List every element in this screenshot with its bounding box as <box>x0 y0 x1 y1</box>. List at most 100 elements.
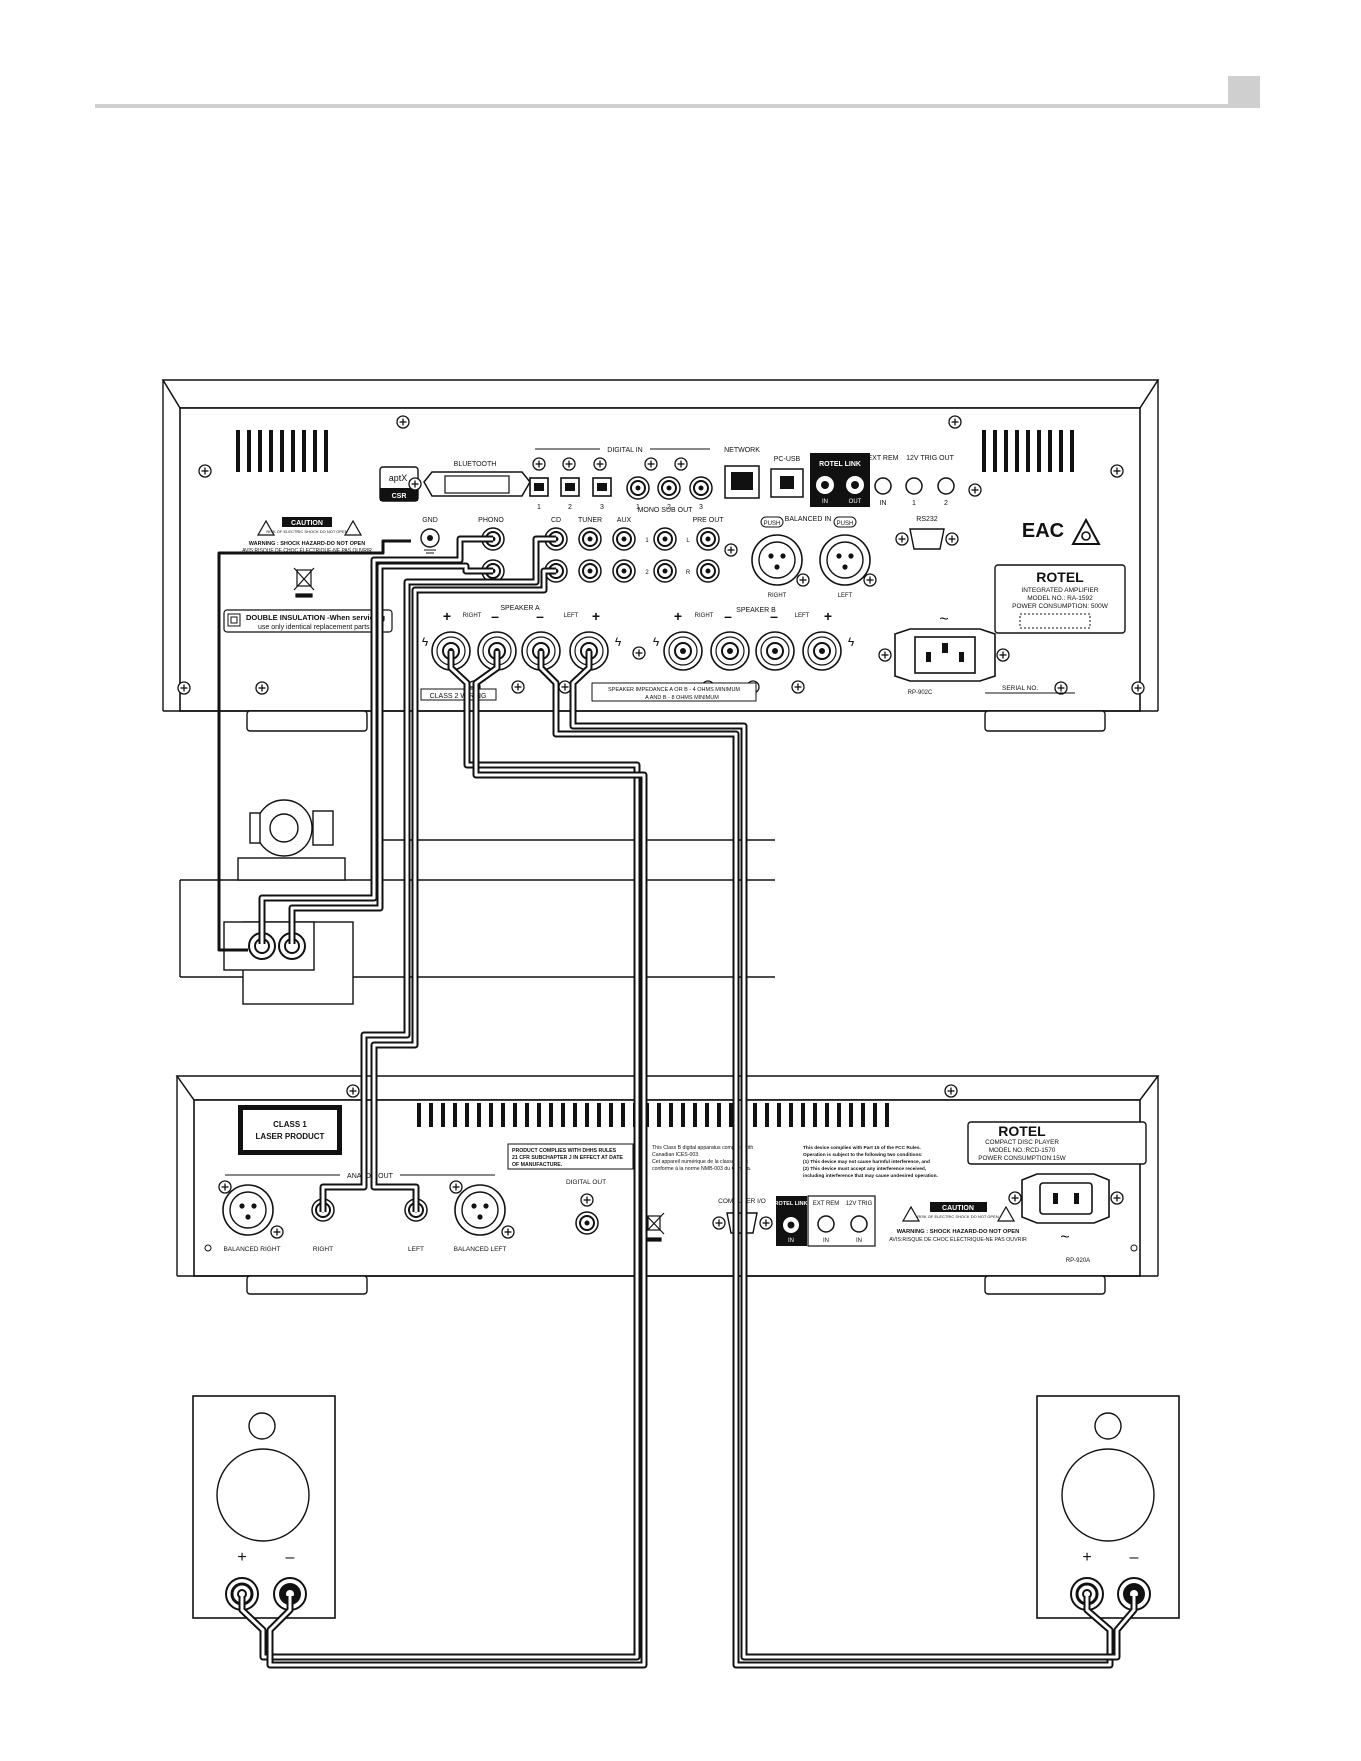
ices-text: Cet appareil numérique de la classe B es… <box>652 1159 749 1165</box>
model-type: COMPACT DISC PLAYER <box>985 1139 1059 1146</box>
trig-out-1-jack[interactable] <box>905 477 923 495</box>
channel-label: L <box>686 538 690 544</box>
speaker-b-label: SPEAKER B <box>736 607 776 614</box>
coax-input-1[interactable] <box>626 476 650 500</box>
serial-label: SERIAL NO. <box>1002 685 1038 692</box>
right-label: RIGHT <box>463 613 482 619</box>
coax-input-2[interactable] <box>657 476 681 500</box>
rs232-label: RS232 <box>916 516 938 523</box>
trig-in-jack[interactable] <box>850 1215 868 1233</box>
tuner-l-jack[interactable] <box>578 527 602 551</box>
left-label: LEFT <box>408 1246 424 1253</box>
left-speaker-cable <box>238 651 648 1669</box>
left-label: LEFT <box>564 613 579 619</box>
pre-out-r-jack[interactable] <box>696 559 720 583</box>
sub-out-2-jack[interactable] <box>653 559 677 583</box>
ext-rem-label: EXT REM <box>868 455 899 462</box>
speaker-b-left-minus[interactable] <box>755 631 795 671</box>
balanced-in-right[interactable] <box>751 534 803 586</box>
laser-product: LASER PRODUCT <box>256 1132 325 1141</box>
rs232-port[interactable] <box>909 528 945 550</box>
balanced-in-label: BALANCED IN <box>785 516 832 523</box>
page-tab-marker <box>1228 76 1260 108</box>
aptx-label: aptX <box>389 473 408 483</box>
right-label: RIGHT <box>768 593 787 599</box>
balanced-in-left[interactable] <box>819 534 871 586</box>
left-speaker-minus-terminal[interactable] <box>273 1577 307 1611</box>
svg-text:1: 1 <box>645 538 649 544</box>
ext-rem-jack[interactable] <box>874 477 892 495</box>
rotel-link-label: ROTEL LINK <box>819 461 861 468</box>
fcc-text: including interference that may cause un… <box>803 1173 938 1179</box>
cd-label-plate <box>967 1121 1147 1165</box>
eac-mark: EAC <box>1022 520 1064 542</box>
caution-sub: RISK OF ELECTRIC SHOCK DO NOT OPEN <box>917 1214 998 1219</box>
ices-text: This Class B digital apparatus complies … <box>652 1145 753 1151</box>
optical-input-2[interactable] <box>560 477 580 497</box>
tuner-label: TUNER <box>578 517 602 524</box>
right-speaker-cable <box>537 651 1138 1669</box>
class2-wiring-label: CLASS 2 WIRING <box>430 693 487 700</box>
link-out-label: OUT <box>849 499 862 505</box>
ext-rem-label: EXT REM <box>813 1201 840 1207</box>
cd-label: CD <box>551 517 561 524</box>
double-insulation-text: DOUBLE INSULATION -When servicing <box>246 613 385 622</box>
ethernet-port[interactable] <box>724 465 760 499</box>
minus-label: – <box>1130 1549 1139 1566</box>
panel-code: RP-920A <box>1066 1258 1090 1264</box>
optical-input-3[interactable] <box>592 477 612 497</box>
pre-out-label: PRE OUT <box>692 517 724 524</box>
trig-number: 1 <box>912 500 916 507</box>
model-type: INTEGRATED AMPLIFIER <box>1021 587 1098 594</box>
ext-rem-jack[interactable] <box>817 1215 835 1233</box>
coax-input-3[interactable] <box>689 476 713 500</box>
left-label: LEFT <box>838 593 853 599</box>
plus-label: + <box>237 1549 246 1566</box>
balanced-right-out[interactable] <box>222 1184 274 1236</box>
ac-symbol: ~ <box>1060 1229 1069 1246</box>
rcm-mark-icon <box>1071 517 1101 545</box>
svg-text:–: – <box>536 608 544 624</box>
amplifier-label-plate <box>994 564 1126 634</box>
pre-out-l-jack[interactable] <box>696 527 720 551</box>
minus-label: – <box>286 1549 295 1566</box>
power-consumption: POWER CONSUMPTION: 500W <box>1012 603 1109 610</box>
right-speaker-plus-terminal[interactable] <box>1070 1577 1104 1611</box>
svg-text:–: – <box>770 608 778 624</box>
right-label: RIGHT <box>695 613 714 619</box>
impedance-text: SPEAKER IMPEDANCE A OR B - 4 OHMS MINIMU… <box>608 687 740 693</box>
dhhs-text: PRODUCT COMPLIES WITH DHHS RULES <box>512 1148 617 1154</box>
aux-r-jack[interactable] <box>612 559 636 583</box>
left-speaker: + – <box>192 1395 336 1619</box>
header-rule <box>95 104 1230 108</box>
speaker-b-right-minus[interactable] <box>710 631 750 671</box>
optical-input-1[interactable] <box>529 477 549 497</box>
trig-number: 2 <box>944 500 948 507</box>
speaker-b-left-plus[interactable] <box>802 631 842 671</box>
svg-text:2: 2 <box>645 570 649 576</box>
svg-text:+: + <box>674 608 682 624</box>
digital-out-jack[interactable] <box>575 1211 599 1235</box>
dhhs-text: 21 CFR SUBCHAPTER J IN EFFECT AT DATE <box>512 1155 623 1161</box>
cd-player-rear-panel: CLASS 1 LASER PRODUCT PRODUCT COMPLIES W… <box>175 1075 1160 1295</box>
aux-l-jack[interactable] <box>612 527 636 551</box>
rotel-link-label: ROTEL LINK <box>775 1201 808 1207</box>
speaker-a-label: SPEAKER A <box>500 605 540 612</box>
balanced-left-out[interactable] <box>454 1184 506 1236</box>
analog-out-label: ANALOG OUT <box>347 1173 394 1180</box>
ext-rem-in-label: IN <box>880 500 887 507</box>
sub-out-1-jack[interactable] <box>653 527 677 551</box>
gnd-label: GND <box>422 517 438 524</box>
weee-bin-icon <box>293 567 315 598</box>
pc-usb-label: PC-USB <box>774 456 801 463</box>
svg-text:ϟ: ϟ <box>848 635 855 649</box>
speaker-b-right-plus[interactable] <box>663 631 703 671</box>
digital-in-number: 2 <box>667 504 671 511</box>
digital-in-number: 3 <box>699 504 703 511</box>
trig-label: 12V TRIG <box>846 1201 873 1207</box>
warning-text-fr: AVIS:RISQUE DE CHOC ÉLECTRIQUE-NE PAS OU… <box>242 547 372 554</box>
impedance-text: A AND B - 8 OHMS MINIMUM <box>645 695 719 701</box>
ices-text: Canadian ICES-003. <box>652 1152 700 1158</box>
trig-out-2-jack[interactable] <box>937 477 955 495</box>
tuner-r-jack[interactable] <box>578 559 602 583</box>
